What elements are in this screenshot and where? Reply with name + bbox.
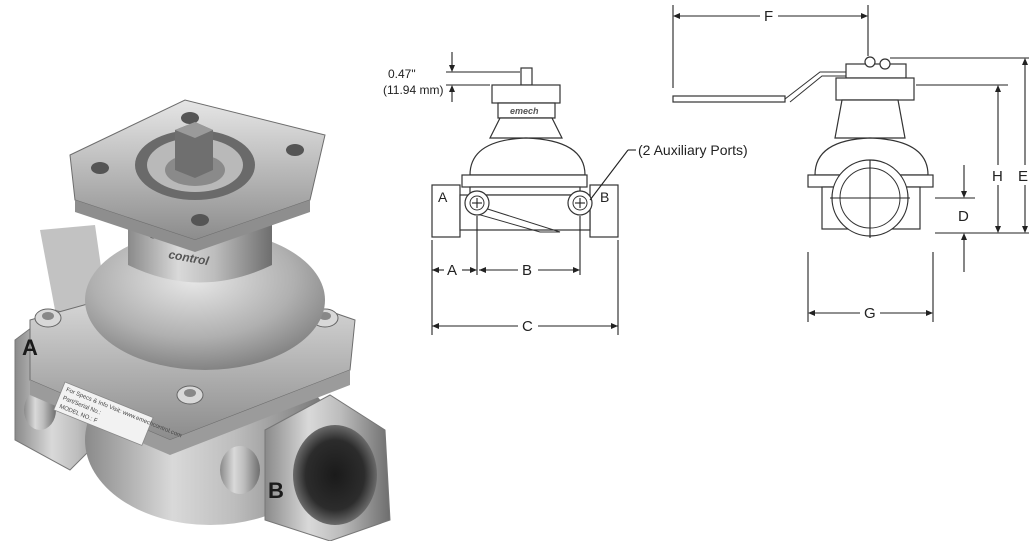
flange-bolts	[34, 308, 339, 405]
valve-3d-render: For Specs & Info Visit: www.emechcontrol…	[14, 99, 391, 541]
front-view-drawing: emech A B 0.47" (11.94 mm)	[383, 52, 748, 335]
dim-top-inches: 0.47"	[388, 67, 416, 81]
render-port-b-label: B	[268, 478, 284, 503]
dim-top-mm: (11.94 mm)	[383, 83, 443, 97]
dim-e-label: E	[1018, 168, 1028, 185]
dim-f-label: F	[764, 8, 773, 25]
svg-text:emech: emech	[510, 106, 539, 116]
dim-d-label: D	[958, 208, 969, 225]
front-port-a-label: A	[438, 189, 448, 205]
dim-b-label: B	[522, 262, 532, 279]
dim-c-label: C	[522, 318, 533, 335]
side-view-drawing: F H E D G	[672, 5, 1029, 322]
front-port-b-label: B	[600, 189, 609, 205]
dim-h-label: H	[992, 168, 1003, 185]
aux-ports-callout: (2 Auxiliary Ports)	[638, 142, 748, 158]
front-brand: emech	[510, 106, 539, 116]
dim-g-label: G	[864, 305, 876, 322]
dim-a-label: A	[447, 262, 457, 279]
render-port-a-label: A	[22, 335, 38, 360]
